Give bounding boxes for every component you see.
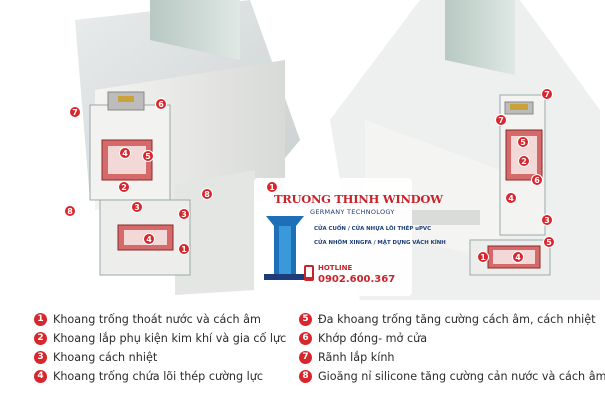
window-profile-cross-section: 7 6 4 5 2 3 8 8 3 4 1 7 7 5 2 6 4 3 4 5 …: [64, 0, 600, 300]
legend-text: Khoang trống chứa lõi thép cường lực: [53, 369, 264, 383]
legend-item: 6 Khớp đóng- mở cửa: [299, 329, 427, 347]
brand-logo: 1 TRUONG THINH WINDOW GERMANY TECHNOLOGY…: [254, 178, 446, 296]
marker: 3: [131, 201, 143, 213]
marker: 5: [517, 136, 529, 148]
legend-item: 4 Khoang trống chứa lõi thép cường lực: [34, 367, 263, 385]
marker: 1: [178, 243, 190, 255]
legend-item: 7 Rãnh lắp kính: [299, 348, 395, 366]
legend-text: Rãnh lắp kính: [318, 350, 395, 364]
legend-text: Khớp đóng- mở cửa: [318, 331, 428, 345]
legend-number: 5: [299, 312, 312, 326]
marker: 3: [541, 214, 553, 226]
legend-number: 6: [299, 331, 312, 345]
marker: 5: [543, 236, 555, 248]
legend-item: 8 Gioăng nỉ silicone tăng cường cản nước…: [299, 367, 605, 385]
hotline-number: 0902.600.367: [318, 274, 396, 285]
marker: 4: [505, 192, 517, 204]
legend-number: 8: [299, 369, 312, 383]
phone-icon: [304, 265, 314, 281]
hotline-label: HOTLINE: [318, 264, 353, 272]
marker: 5: [142, 150, 154, 162]
legend-item: 5 Đa khoang trống tăng cường cách âm, cá…: [299, 310, 596, 328]
marker: 2: [118, 181, 130, 193]
brand-name: TRUONG THINH WINDOW: [274, 192, 443, 206]
legend-number: 4: [34, 369, 47, 383]
legend: 1 Khoang trống thoát nước và cách âm 2 K…: [0, 300, 605, 412]
legend-item: 1 Khoang trống thoát nước và cách âm: [34, 310, 261, 328]
legend-text: Khoang cách nhiệt: [53, 350, 158, 364]
marker: 7: [69, 106, 81, 118]
brand-tagline: GERMANY TECHNOLOGY: [310, 208, 395, 216]
service-line: CỬA NHÔM XINGFA / MẶT DỰNG VÁCH KÍNH: [314, 240, 446, 246]
legend-text: Khoang trống thoát nước và cách âm: [53, 312, 261, 326]
legend-number: 3: [34, 350, 47, 364]
marker: 6: [531, 174, 543, 186]
marker: 6: [155, 98, 167, 110]
legend-text: Khoang lắp phụ kiện kim khí và gia cố lự…: [53, 331, 287, 345]
legend-item: 2 Khoang lắp phụ kiện kim khí và gia cố …: [34, 329, 286, 347]
service-line: CỬA CUỐN / CỬA NHỰA LÕI THÉP uPVC: [314, 226, 432, 232]
legend-item: 3 Khoang cách nhiệt: [34, 348, 157, 366]
tower-logo-icon: [264, 216, 306, 280]
legend-text: Gioăng nỉ silicone tăng cường cản nước v…: [318, 369, 605, 383]
marker: 4: [512, 251, 524, 263]
legend-number: 7: [299, 350, 312, 364]
legend-number: 2: [34, 331, 47, 345]
marker: 3: [178, 208, 190, 220]
marker: 4: [143, 233, 155, 245]
marker: 7: [541, 88, 553, 100]
marker: 1: [266, 181, 278, 193]
legend-number: 1: [34, 312, 47, 326]
marker: 7: [495, 114, 507, 126]
marker: 8: [64, 205, 76, 217]
marker: 8: [201, 188, 213, 200]
legend-text: Đa khoang trống tăng cường cách âm, cách…: [318, 312, 596, 326]
marker: 1: [477, 251, 489, 263]
marker: 2: [518, 155, 530, 167]
marker: 4: [119, 147, 131, 159]
